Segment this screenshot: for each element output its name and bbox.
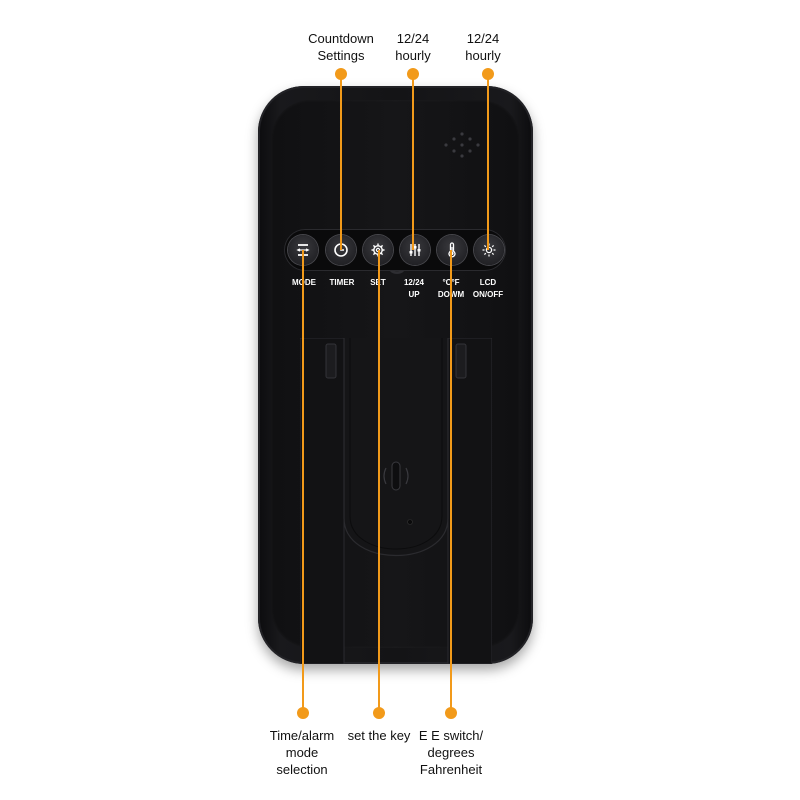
callout-dot-mode — [297, 707, 309, 719]
set-label-line1: SET — [353, 277, 403, 289]
callout-line-hourly-right — [487, 74, 489, 250]
set-button-label: SET — [353, 277, 403, 289]
callout-switch-line3: Fahrenheit — [419, 762, 483, 777]
up-button[interactable] — [400, 235, 430, 265]
callout-countdown-line1: Countdown — [308, 31, 374, 46]
up-button-label: 12/24 UP — [389, 277, 439, 301]
down-button[interactable] — [437, 235, 467, 265]
callout-hourly-left: 12/24 hourly — [378, 30, 448, 64]
lcd-button[interactable] — [474, 235, 504, 265]
callout-line-set — [378, 250, 380, 713]
callout-dot-switch — [445, 707, 457, 719]
up-label-line1: 12/24 — [403, 278, 425, 287]
callout-mode-line3: selection — [276, 762, 328, 777]
callout-switch: E E switch/ degrees Fahrenheit — [406, 727, 496, 778]
callout-hourly-left-line2: hourly — [395, 48, 431, 63]
up-label-line2: UP — [408, 290, 420, 299]
callout-countdown-settings: Countdown Settings — [286, 30, 396, 64]
callout-hourly-left-line1: 12/24 — [396, 31, 430, 46]
lcd-label-line2: ON/OFF — [472, 290, 504, 299]
lcd-button-label: LCD ON/OFF — [463, 277, 513, 301]
timer-button-label: TIMER — [317, 277, 367, 289]
callout-mode-line1: Time/alarm — [269, 728, 335, 743]
timer-label-line1: TIMER — [329, 278, 355, 287]
callout-hourly-right: 12/24 hourly — [448, 30, 518, 64]
callout-countdown-line2: Settings — [317, 48, 365, 63]
callout-set-key: set the key — [334, 727, 424, 744]
mode-button-label: MODE — [279, 277, 329, 289]
button-panel — [284, 229, 506, 271]
callout-set-line1: set the key — [347, 728, 411, 743]
set-button[interactable] — [363, 235, 393, 265]
callout-dot-hourly-left — [407, 68, 419, 80]
callout-line-hourly-left — [412, 74, 414, 250]
callout-line-switch — [450, 250, 452, 713]
mode-label-line1: MODE — [292, 278, 316, 287]
sliders-icon — [409, 244, 421, 256]
speaker-grille — [444, 132, 480, 158]
kickstand — [300, 338, 492, 664]
callout-line-timer — [340, 74, 342, 250]
callout-hourly-right-line1: 12/24 — [466, 31, 500, 46]
callout-switch-line1: E E switch/ — [418, 728, 484, 743]
callout-hourly-right-line2: hourly — [465, 48, 501, 63]
callout-mode-selection: Time/alarm mode selection — [250, 727, 354, 778]
callout-dot-hourly-right — [482, 68, 494, 80]
callout-line-mode — [302, 250, 304, 713]
callout-switch-line2: degrees — [427, 745, 475, 760]
callout-dot-timer — [335, 68, 347, 80]
callout-mode-line2: mode — [285, 745, 319, 760]
callout-dot-set — [373, 707, 385, 719]
sun-icon — [482, 243, 496, 257]
lcd-label-line1: LCD — [479, 278, 497, 287]
thermometer-icon — [448, 242, 456, 258]
